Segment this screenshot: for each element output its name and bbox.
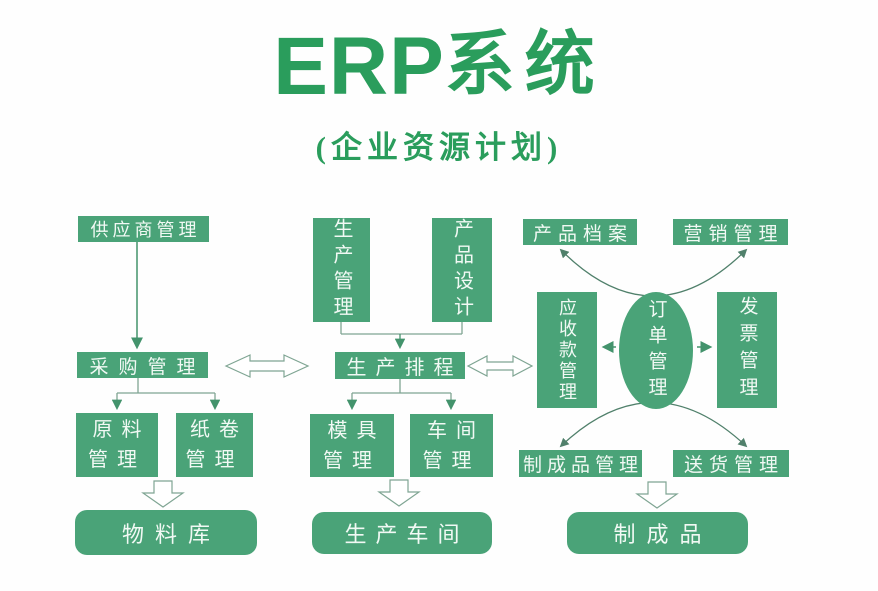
node-label: 车间 管理	[422, 419, 485, 472]
node-product-design: 产品设计	[432, 218, 492, 322]
connector-production-merge	[340, 322, 463, 350]
node-paper-roll-management: 纸卷 管理	[176, 413, 253, 477]
node-label: 生产排程	[346, 357, 463, 379]
node-label: 生产管理	[330, 218, 352, 322]
node-finished-goods-management: 制成品管理	[519, 450, 642, 477]
title-xitong: 系统	[444, 27, 605, 104]
node-order-management: 订单管理	[619, 292, 693, 409]
node-material-warehouse: 物料库	[75, 510, 257, 555]
node-purchasing-management: 采购管理	[77, 352, 208, 378]
node-label: 产品设计	[450, 218, 473, 322]
page-subtitle: (企业资源计划)	[315, 130, 563, 165]
node-label: 营销管理	[683, 223, 784, 245]
node-label: 原料 管理	[88, 419, 151, 471]
node-raw-material-management: 原料 管理	[76, 413, 158, 477]
node-workshop-management: 车间 管理	[410, 414, 493, 477]
node-label: 发票管理	[736, 296, 758, 404]
node-mold-management: 模具 管理	[310, 414, 394, 477]
hollow-arrow-to-material-warehouse-icon	[141, 480, 185, 508]
node-label: 订单管理	[645, 298, 667, 403]
arc-finishedmgmt-delivery-icon	[559, 401, 748, 448]
arc-archive-marketing-icon	[559, 248, 748, 297]
node-label: 纸卷 管理	[185, 419, 248, 471]
node-label: 供应商管理	[90, 220, 201, 240]
node-label: 产品档案	[532, 223, 633, 245]
double-arrow-scheduling-receivables-icon	[466, 355, 534, 377]
node-supplier-management: 供应商管理	[78, 216, 209, 242]
node-marketing-management: 营销管理	[673, 219, 788, 245]
node-label: 模具 管理	[323, 419, 386, 472]
node-label: 采购管理	[89, 356, 206, 378]
node-invoice-management: 发票管理	[717, 292, 777, 408]
node-production-management: 生产管理	[313, 218, 370, 322]
node-production-scheduling: 生产排程	[335, 352, 465, 379]
node-finished-goods: 制成品	[567, 512, 748, 554]
node-receivables-management: 应收款管理	[537, 292, 597, 408]
node-label: 制成品	[613, 522, 713, 547]
double-arrow-purchasing-scheduling-icon	[224, 354, 310, 378]
node-label: 应收款管理	[557, 297, 577, 403]
node-label: 生产车间	[344, 522, 469, 547]
node-production-workshop: 生产车间	[312, 512, 492, 554]
node-label: 制成品管理	[523, 455, 644, 476]
connector-purchasing-split	[111, 378, 221, 411]
node-label: 物料库	[121, 521, 221, 547]
node-product-archive: 产品档案	[523, 219, 637, 245]
hollow-arrow-to-production-workshop-icon	[377, 479, 421, 507]
node-label: 送货管理	[683, 455, 784, 476]
node-delivery-management: 送货管理	[673, 450, 789, 477]
page-title: ERP系统	[0, 26, 878, 108]
hollow-arrow-to-finished-goods-icon	[635, 481, 679, 509]
connector-scheduling-split	[346, 379, 457, 411]
title-erp: ERP	[273, 21, 445, 112]
